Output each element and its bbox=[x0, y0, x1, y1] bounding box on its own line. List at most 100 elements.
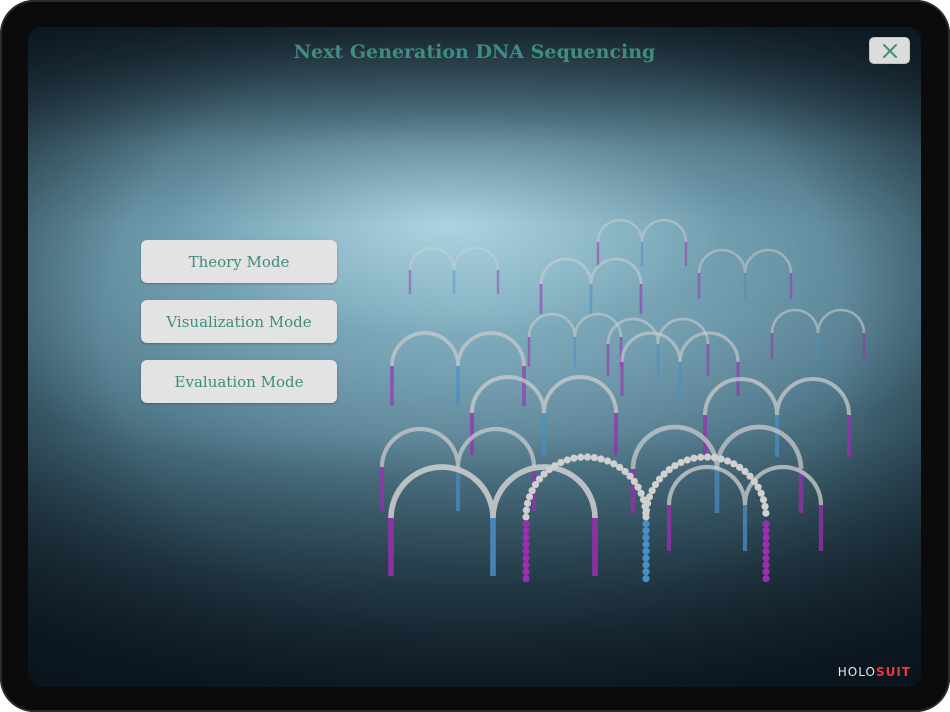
nucleotide-bead bbox=[643, 499, 652, 508]
dna-strand bbox=[390, 331, 526, 406]
nucleotide-bead bbox=[665, 465, 673, 474]
evaluation-mode-button[interactable]: Evaluation Mode bbox=[141, 360, 337, 403]
nucleotide-bead bbox=[570, 454, 578, 462]
nucleotide-bead bbox=[723, 457, 732, 465]
nucleotide-bead bbox=[683, 456, 691, 464]
nucleotide-bead bbox=[759, 496, 768, 504]
nucleotide-bead bbox=[690, 454, 698, 462]
dna-strand bbox=[770, 308, 866, 359]
nucleotide-bead bbox=[655, 475, 664, 483]
nucleotide-bead bbox=[762, 540, 770, 548]
nucleotide-bead bbox=[522, 547, 530, 555]
strand-backbone bbox=[408, 246, 500, 271]
strand-backbone bbox=[470, 375, 618, 414]
nucleotide-bead bbox=[523, 499, 532, 508]
nucleotide-bead bbox=[634, 483, 642, 491]
strand-backbone bbox=[388, 464, 598, 519]
nucleotide-bead bbox=[736, 463, 744, 471]
nucleotide-bead bbox=[590, 453, 598, 462]
nucleotide-bead bbox=[540, 470, 548, 478]
dna-strand bbox=[703, 377, 851, 457]
nucleotide-bead bbox=[642, 513, 650, 521]
visualization-mode-button[interactable]: Visualization Mode bbox=[141, 300, 337, 343]
dna-strand bbox=[606, 317, 710, 376]
nucleotide-bead bbox=[545, 465, 553, 474]
close-icon bbox=[882, 43, 897, 58]
nucleotide-bead bbox=[710, 453, 718, 462]
nucleotide-bead bbox=[762, 547, 770, 555]
nucleotide-bead bbox=[557, 458, 565, 467]
nucleotide-bead bbox=[642, 520, 650, 528]
strand-backbone bbox=[606, 317, 710, 345]
dna-strand bbox=[470, 375, 618, 455]
nucleotide-bead bbox=[630, 477, 638, 486]
nucleotide-bead bbox=[522, 540, 530, 548]
nucleotide-bead bbox=[746, 472, 754, 480]
nucleotide-bead bbox=[757, 489, 765, 497]
nucleotide-bead bbox=[762, 574, 770, 583]
nucleotide-bead bbox=[762, 561, 770, 569]
nucleotide-bead bbox=[551, 462, 559, 470]
strand-backbone bbox=[703, 377, 851, 416]
nucleotide-bead bbox=[762, 568, 770, 576]
nucleotide-bead bbox=[577, 453, 585, 461]
nucleotide-bead bbox=[642, 561, 650, 569]
nucleotide-bead bbox=[762, 533, 770, 542]
nucleotide-bead bbox=[522, 513, 530, 521]
nucleotide-bead bbox=[531, 481, 540, 489]
holosuit-logo: HOLOSUIT bbox=[837, 665, 911, 679]
nucleotide-bead bbox=[616, 463, 624, 471]
nucleotide-bead bbox=[522, 506, 530, 514]
nucleotide-bead bbox=[522, 520, 530, 528]
nucleotide-bead bbox=[522, 554, 530, 562]
nucleotide-bead bbox=[522, 527, 530, 535]
nucleotide-bead bbox=[642, 547, 650, 555]
nucleotide-bead bbox=[642, 568, 650, 576]
nucleotide-bead bbox=[610, 460, 618, 468]
dna-strand bbox=[666, 464, 824, 551]
theory-mode-button[interactable]: Theory Mode bbox=[141, 240, 337, 283]
nucleotide-bead bbox=[603, 457, 612, 465]
nucleotide-bead bbox=[528, 486, 536, 495]
nucleotide-bead bbox=[522, 561, 530, 569]
nucleotide-bead bbox=[754, 483, 762, 491]
nucleotide-bead bbox=[645, 493, 654, 501]
nucleotide-bead bbox=[642, 574, 650, 583]
nucleotide-bead bbox=[697, 453, 705, 461]
nucleotide-bead bbox=[648, 486, 656, 495]
nucleotide-bead bbox=[642, 506, 650, 514]
close-button[interactable] bbox=[869, 37, 910, 64]
nucleotide-bead bbox=[626, 472, 634, 480]
nucleotide-bead bbox=[761, 502, 769, 511]
strand-backbone bbox=[770, 308, 866, 334]
nucleotide-bead bbox=[750, 477, 758, 486]
nucleotide-bead bbox=[660, 470, 668, 478]
nucleotide-bead bbox=[583, 453, 592, 461]
strand-backbone bbox=[527, 312, 623, 338]
nucleotide-bead bbox=[762, 554, 770, 562]
nucleotide-bead bbox=[741, 467, 749, 476]
nucleotide-bead bbox=[621, 467, 629, 476]
strand-backbone bbox=[620, 331, 740, 363]
strand-backbone bbox=[596, 218, 688, 243]
dna-strand bbox=[697, 248, 793, 299]
strand-backbone bbox=[697, 248, 793, 274]
nucleotide-bead bbox=[762, 520, 770, 528]
nucleotide-bead bbox=[525, 493, 534, 501]
nucleotide-bead bbox=[703, 453, 712, 461]
nucleotide-bead bbox=[522, 533, 530, 542]
nucleotide-bead bbox=[677, 458, 685, 467]
nucleotide-bead bbox=[642, 527, 650, 535]
nucleotide-bead bbox=[651, 481, 660, 489]
strand-backbone bbox=[539, 257, 643, 285]
nucleotide-bead bbox=[535, 475, 544, 483]
app-screen: Next Generation DNA Sequencing Theory Mo… bbox=[28, 27, 921, 687]
nucleotide-bead bbox=[762, 527, 770, 535]
nucleotide-bead bbox=[522, 568, 530, 576]
nucleotide-bead bbox=[597, 455, 605, 463]
nucleotide-bead bbox=[642, 554, 650, 562]
nucleotide-bead bbox=[642, 533, 650, 542]
strand-backbone bbox=[379, 426, 537, 468]
dna-strand bbox=[539, 257, 643, 314]
